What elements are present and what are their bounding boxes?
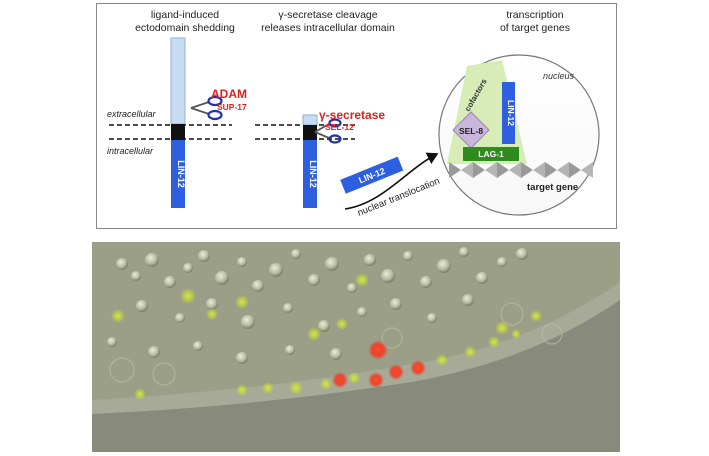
- gamma-secretase-label: γ-secretase: [319, 108, 385, 122]
- gut-granules: [107, 247, 528, 364]
- diagram-svg: ligand-induced ectodomain shedding γ-sec…: [107, 9, 600, 219]
- red-nuclei: [332, 340, 426, 388]
- scissors-icon: [314, 118, 342, 144]
- lin12-label-step2: LIN-12: [308, 160, 318, 188]
- step1-title-line1: ligand-induced: [151, 9, 219, 21]
- step1-title-line2: ectodomain shedding: [135, 22, 235, 34]
- dna-strand: [449, 162, 593, 178]
- lin12-intracellular-domain: [171, 140, 185, 208]
- lin12-nuclear: [502, 82, 515, 144]
- sel12-label: SEL-12: [325, 122, 354, 132]
- transmembrane-domain: [171, 124, 185, 140]
- sel8-label: SEL-8: [459, 126, 483, 136]
- cell-outlines: [109, 302, 563, 386]
- lin12-intracellular-domain-2: [303, 140, 317, 208]
- target-gene-label: target gene: [527, 182, 578, 193]
- lag1-label: LAG-1: [478, 149, 504, 159]
- nuclear-translocation-arrow: [344, 152, 439, 210]
- step2-title-line1: γ-secretase cleavage: [278, 9, 377, 21]
- intracellular-label: intracellular: [107, 146, 154, 156]
- outside-medium: [92, 300, 620, 452]
- extracellular-label: extracellular: [107, 109, 157, 119]
- lin12-label-step1: LIN-12: [176, 160, 186, 188]
- lin12-label-nucleus: LIN-12: [506, 100, 516, 126]
- cuticle: [92, 282, 620, 414]
- released-lin12: LIN-12: [340, 156, 404, 194]
- transmembrane-domain-2: [303, 125, 317, 140]
- step2-title-line2: releases intracellular domain: [261, 22, 395, 34]
- adam-label: ADAM: [211, 87, 247, 101]
- stub-ectodomain: [302, 114, 318, 126]
- notch-signaling-diagram: ligand-induced ectodomain shedding γ-sec…: [96, 3, 617, 229]
- green-nuclei: [111, 273, 542, 400]
- micrograph-svg: [92, 242, 620, 452]
- scissors-icon: [190, 95, 223, 121]
- sup17-label: SUP-17: [217, 102, 247, 112]
- nucleus-label: nucleus: [543, 71, 575, 81]
- step3-title-line1: transcription: [506, 9, 563, 21]
- lag1: [463, 147, 519, 161]
- step3-title-line2: of target genes: [500, 22, 570, 34]
- fluorescence-micrograph: [92, 242, 620, 452]
- ectodomain: [170, 37, 186, 125]
